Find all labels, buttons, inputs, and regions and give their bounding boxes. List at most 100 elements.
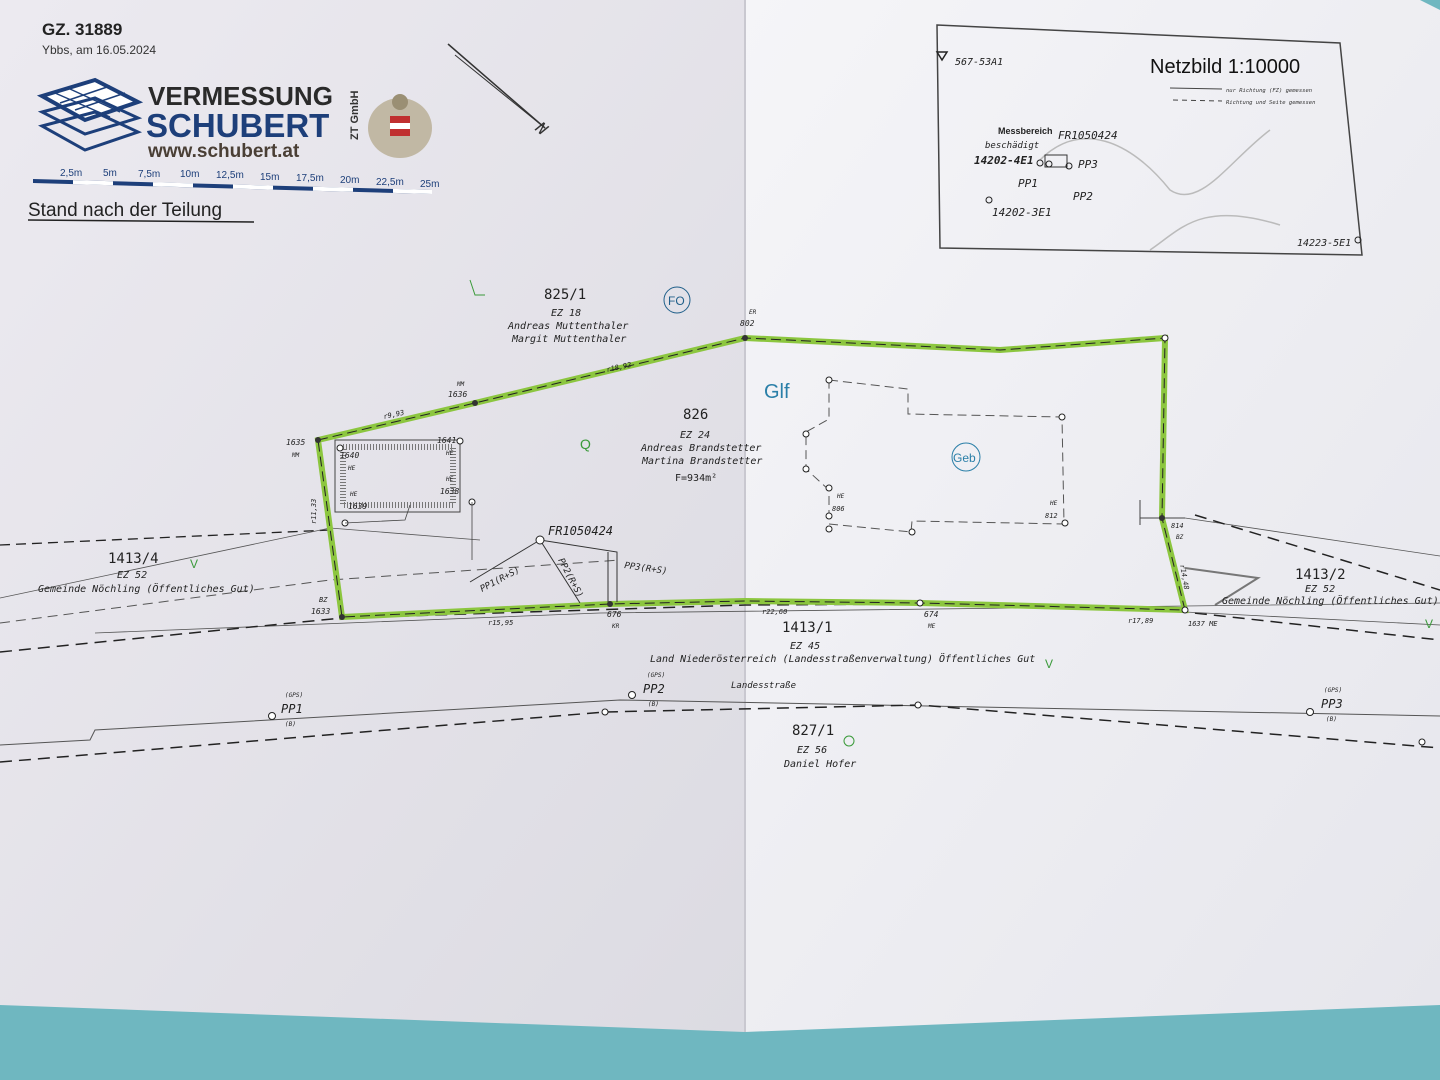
scale-label: 17,5m bbox=[296, 173, 324, 184]
svg-text:FR1050424: FR1050424 bbox=[1058, 129, 1118, 142]
point-label: 1637 ME bbox=[1188, 620, 1218, 628]
usage-code-geb: Geb bbox=[953, 451, 976, 465]
point-code: HE bbox=[836, 493, 845, 500]
point-label: 814 bbox=[1171, 522, 1184, 530]
point-code: HE bbox=[347, 465, 356, 472]
fixed-point-label: FR1050424 bbox=[548, 524, 613, 538]
point-code: (B) bbox=[1326, 716, 1337, 723]
parcel-1413-4-owner: Gemeinde Nöchling (Öffentliches Gut) bbox=[38, 582, 255, 595]
point-label: 1636 bbox=[448, 390, 467, 399]
svg-text:14202-3E1: 14202-3E1 bbox=[992, 206, 1052, 219]
garden-symbol-icon bbox=[843, 735, 855, 747]
parcel-827-1-owner: Daniel Hofer bbox=[783, 759, 856, 770]
company-name-line2: SCHUBERT bbox=[146, 107, 329, 144]
parcel-1413-1-owner: Land Niederösterreich (Landesstraßenverw… bbox=[650, 652, 1035, 665]
netzbild-legend-direction-distance: Richtung und Seite gemessen bbox=[1226, 100, 1315, 106]
point-code: (B) bbox=[285, 721, 296, 728]
parcel-827-1-number: 827/1 bbox=[792, 723, 834, 739]
svg-text:567-53A1: 567-53A1 bbox=[955, 57, 1003, 68]
parcel-826-number: 826 bbox=[683, 407, 708, 423]
measure-label: r22,60 bbox=[762, 608, 787, 616]
polygon-points bbox=[268, 691, 1426, 746]
date-line: Ybbs, am 16.05.2024 bbox=[42, 43, 156, 57]
boundary-lines bbox=[0, 500, 1440, 763]
point-code: HE bbox=[445, 476, 454, 483]
svg-text:beschädigt: beschädigt bbox=[985, 141, 1039, 151]
usage-code-q: Q bbox=[580, 436, 591, 452]
parcel-1413-4-number: 1413/4 bbox=[108, 551, 159, 567]
usage-code-v: V bbox=[190, 557, 198, 571]
scale-bar: 2,5m 5m 7,5m 10m 12,5m 15m 17,5m 20m 22,… bbox=[33, 168, 439, 194]
parcel-826-owner: Martina Brandstetter bbox=[641, 456, 762, 467]
point-code: HE bbox=[1049, 500, 1058, 507]
scale-label: 7,5m bbox=[138, 169, 160, 180]
svg-text:PP1: PP1 bbox=[1018, 177, 1038, 190]
fixed-point-fr bbox=[469, 535, 618, 604]
parcel-825-1-ez: EZ 18 bbox=[551, 308, 581, 319]
point-code: BZ bbox=[319, 596, 328, 604]
hatched-structure bbox=[334, 437, 476, 560]
point-code: BZ bbox=[1176, 534, 1184, 541]
parcel-1413-2-owner: Gemeinde Nöchling (Öffentliches Gut) bbox=[1222, 594, 1439, 607]
scale-label: 5m bbox=[103, 168, 117, 179]
usage-code-glf: Glf bbox=[764, 381, 790, 403]
subtitle-underline bbox=[27, 219, 255, 223]
company-suffix: ZT GmbH bbox=[349, 90, 361, 140]
point-code: (GPS) bbox=[285, 692, 303, 699]
polygon-point-label: PP2 bbox=[643, 682, 665, 696]
scale-label: 10m bbox=[180, 169, 199, 180]
parcel-1413-1-ez: EZ 45 bbox=[790, 641, 820, 652]
svg-text:14202-4E1: 14202-4E1 bbox=[974, 154, 1034, 167]
grassland-symbol-icon bbox=[469, 279, 485, 296]
usage-code-fo: FO bbox=[668, 294, 685, 308]
parcel-826-owner: Andreas Brandstetter bbox=[640, 443, 761, 454]
measure-label: r17,89 bbox=[1128, 617, 1153, 625]
parcel-826-area: F=934m² bbox=[675, 473, 717, 484]
scale-label: 22,5m bbox=[376, 177, 404, 188]
parcel-825-1-number: 825/1 bbox=[544, 287, 586, 303]
austrian-eagle-emblem-icon bbox=[368, 94, 432, 158]
point-code: (B) bbox=[648, 701, 659, 708]
gz-number: GZ. 31889 bbox=[42, 20, 122, 39]
svg-text:PP3: PP3 bbox=[1078, 158, 1098, 171]
building-outline bbox=[805, 379, 1065, 533]
polygon-point-label: PP3 bbox=[1321, 697, 1343, 711]
geb-circle-icon bbox=[951, 442, 981, 472]
building-corner-points bbox=[802, 376, 1069, 536]
company-logo-icon bbox=[36, 77, 144, 152]
polygon-point-label: PP1 bbox=[281, 702, 303, 716]
point-code: ME bbox=[927, 623, 936, 630]
boundary-points bbox=[315, 334, 1189, 620]
paper-right bbox=[745, 0, 1440, 1032]
parcel-1413-2-ez: EZ 52 bbox=[1305, 584, 1335, 595]
parcel-825-1-owner: Margit Muttenthaler bbox=[511, 334, 626, 345]
svg-text:Messbereich: Messbereich bbox=[998, 126, 1053, 136]
point-label: 1635 bbox=[286, 438, 305, 447]
scale-label: 25m bbox=[420, 179, 439, 190]
point-label: 806 bbox=[832, 505, 845, 513]
triangulation-point-icon bbox=[935, 51, 949, 62]
point-label: 1641 bbox=[437, 436, 456, 445]
scale-label: 15m bbox=[260, 172, 279, 183]
parcel-1413-1-number: 1413/1 bbox=[782, 620, 833, 636]
parcel-1413-4-ez: EZ 52 bbox=[117, 570, 147, 581]
measure-label: r15,95 bbox=[488, 619, 513, 627]
point-code: (GPS) bbox=[647, 672, 665, 679]
scale-label: 20m bbox=[340, 175, 359, 186]
point-label: 1638 bbox=[440, 487, 459, 496]
parcel-825-1-owner: Andreas Muttenthaler bbox=[507, 321, 628, 332]
parcel-826-boundary bbox=[317, 337, 1186, 618]
svg-text:PP2: PP2 bbox=[1073, 190, 1093, 203]
parcel-1413-2-number: 1413/2 bbox=[1295, 567, 1346, 583]
point-code: HE bbox=[349, 491, 358, 498]
point-label: 674 bbox=[924, 610, 939, 619]
point-code: MM bbox=[456, 381, 465, 388]
point-code: (GPS) bbox=[1324, 687, 1342, 694]
scale-label: 12,5m bbox=[216, 170, 244, 181]
netzbild-inset: Netzbild 1:10000 nur Richtung (FZ) gemes… bbox=[935, 24, 1363, 256]
usage-code-v: V bbox=[1425, 617, 1433, 631]
netzbild-title: Netzbild 1:10000 bbox=[1150, 56, 1300, 78]
parcel-827-1-ez: EZ 56 bbox=[797, 745, 827, 756]
road-name: Landesstraße bbox=[731, 681, 796, 691]
